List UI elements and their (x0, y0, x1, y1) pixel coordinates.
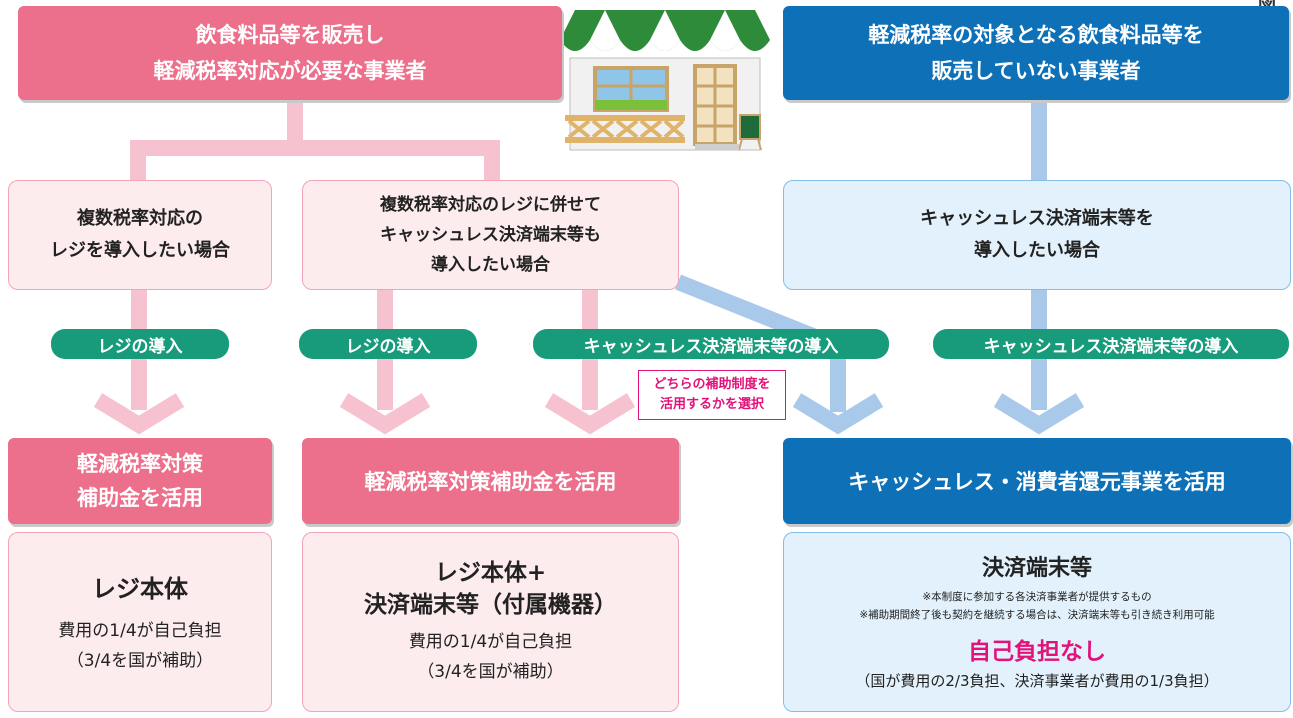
detail-register: レジ本体 費用の1/4が自己負担 （3/4を国が補助） (8, 532, 272, 712)
subsidy-line: 補助金を活用 (77, 486, 203, 510)
pill-cashless-intro-c: キャッシュレス決済端末等の導入 (933, 329, 1289, 359)
header-line: 飲食料品等を販売し (195, 23, 385, 47)
note-line: 活用するかを選択 (659, 397, 764, 412)
header-line: 軽減税率の対象となる飲食料品等を (868, 23, 1204, 47)
window-icon (593, 66, 669, 112)
header-food-seller: 飲食料品等を販売し 軽減税率対応が必要な事業者 (18, 6, 562, 100)
case-line: レジを導入したい場合 (50, 240, 230, 261)
detail-title: 決済端末等（付属機器） (364, 592, 617, 618)
header-line: 販売していない事業者 (931, 59, 1141, 83)
header-line: 軽減税率対応が必要な事業者 (153, 59, 427, 83)
case-register-only: 複数税率対応の レジを導入したい場合 (8, 180, 272, 290)
pink-connector (130, 140, 500, 156)
pink-arrowhead (339, 393, 431, 435)
detail-sub: （3/4を国が補助） (66, 650, 214, 671)
detail-highlight: 自己負担なし (968, 639, 1106, 665)
blue-connector (1031, 100, 1047, 182)
blue-arrowhead (792, 393, 884, 435)
pink-connector (484, 140, 500, 182)
pink-arrowhead (544, 393, 636, 435)
case-terminal-only: キャッシュレス決済端末等を 導入したい場合 (783, 180, 1291, 290)
subsidy-register-terminal: 軽減税率対策補助金を活用 (302, 438, 679, 524)
case-line: 複数税率対応のレジに併せて (380, 195, 601, 215)
pink-connector (130, 140, 146, 182)
blue-arrowhead (993, 393, 1085, 435)
detail-title: レジ本体+ (434, 560, 547, 586)
detail-cost: 費用の1/4が自己負担 (58, 620, 222, 641)
fence-icon (565, 115, 685, 143)
pill-register-intro-a: レジの導入 (51, 329, 229, 359)
subsidy-register: 軽減税率対策 補助金を活用 (8, 438, 272, 524)
case-line: キャッシュレス決済端末等を (920, 208, 1154, 229)
signboard-icon (738, 114, 762, 151)
subsidy-cashless: キャッシュレス・消費者還元事業を活用 (783, 438, 1291, 524)
door-icon (693, 64, 737, 146)
detail-cost: 費用の1/4が自己負担 (408, 632, 573, 652)
pill-cashless-intro-b: キャッシュレス決済端末等の導入 (533, 329, 889, 359)
case-line: キャッシュレス決済端末等も (380, 225, 601, 245)
note-line: どちらの補助制度を (653, 377, 771, 392)
case-line: 導入したい場合 (974, 240, 1100, 261)
detail-title: レジ本体 (92, 574, 188, 603)
detail-title: 決済端末等 (981, 556, 1092, 581)
header-non-food-seller: 軽減税率の対象となる飲食料品等を 販売していない事業者 (783, 6, 1289, 100)
detail-cashless: 決済端末等 ※本制度に参加する各決済事業者が提供するもの ※補助期間終了後も契約… (783, 532, 1291, 712)
store-illustration (560, 10, 770, 151)
select-note: どちらの補助制度を 活用するかを選択 (638, 370, 786, 420)
pill-register-intro-b: レジの導入 (299, 329, 477, 359)
detail-sub: （国が費用の2/3負担、決済事業者が費用の1/3負担） (855, 672, 1219, 690)
detail-note: ※本制度に参加する各決済事業者が提供するもの (922, 591, 1152, 603)
case-register-and-terminal: 複数税率対応のレジに併せて キャッシュレス決済端末等も 導入したい場合 (302, 180, 679, 290)
awning-icon (560, 10, 770, 51)
pink-arrowhead (93, 393, 185, 435)
pink-connector (287, 100, 303, 145)
detail-note: ※補助期間終了後も契約を継続する場合は、決済端末等も引き続き利用可能 (859, 609, 1215, 621)
case-line: 導入したい場合 (431, 255, 550, 275)
detail-register-terminal: レジ本体+ 決済端末等（付属機器） 費用の1/4が自己負担 （3/4を国が補助） (302, 532, 679, 712)
case-line: 複数税率対応の (77, 208, 203, 229)
subsidy-line: 軽減税率対策 (77, 452, 203, 476)
detail-sub: （3/4を国が補助） (417, 662, 564, 682)
